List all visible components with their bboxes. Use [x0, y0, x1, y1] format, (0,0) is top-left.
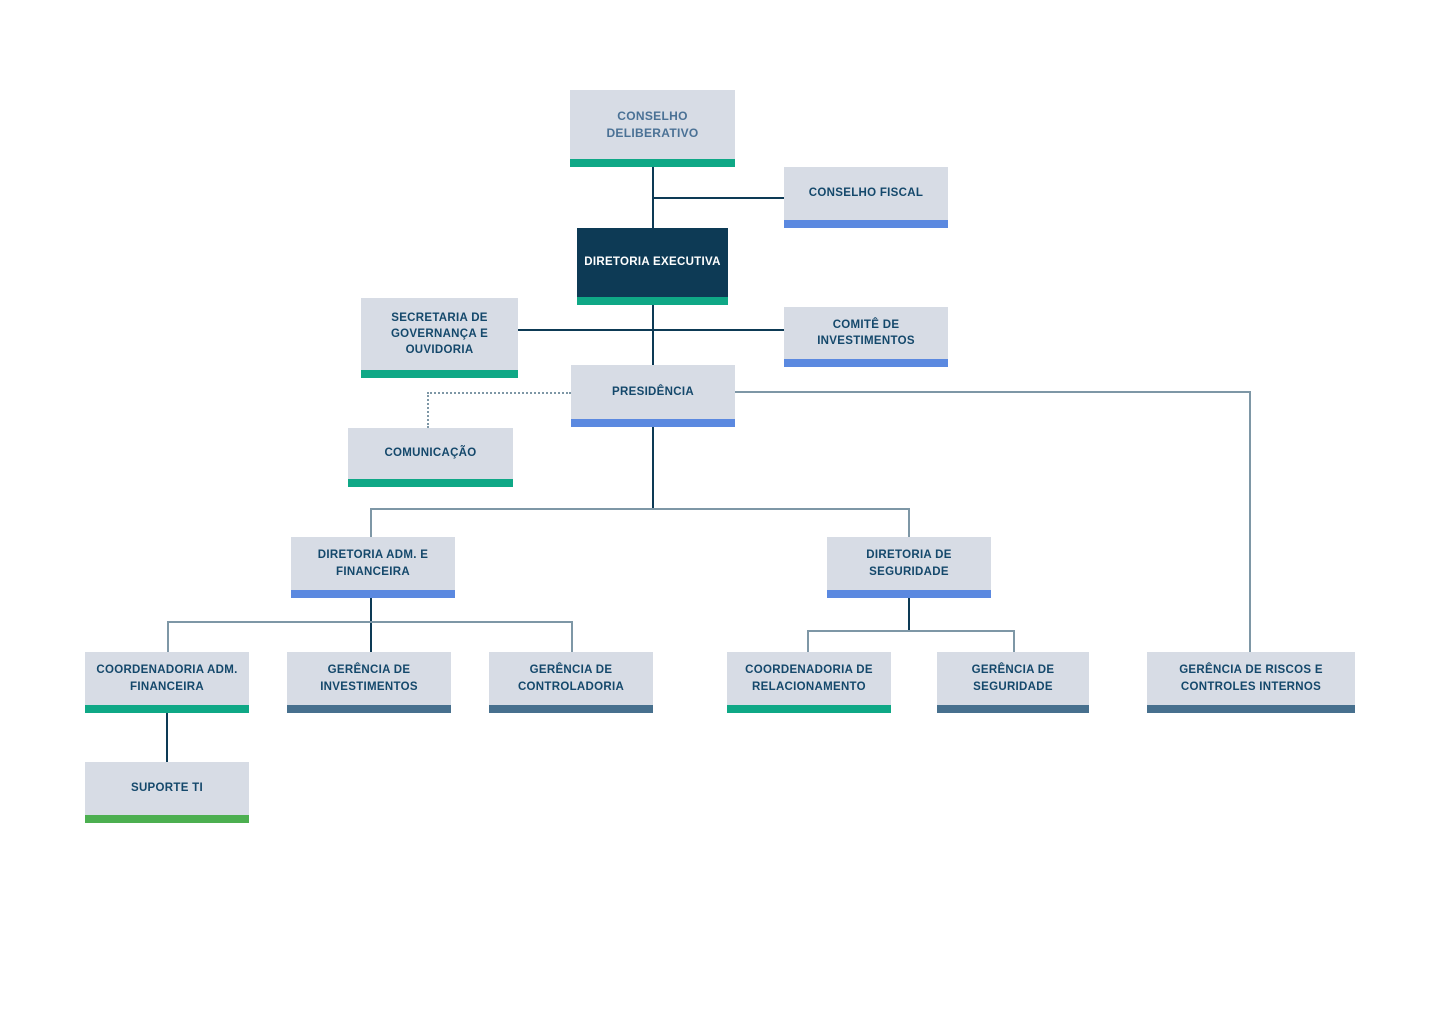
connector-dotted-presidencia-comunicacao-v — [427, 392, 429, 428]
org-node-label: COMUNICAÇÃO — [384, 447, 477, 460]
org-node-label: DIRETORIA EXECUTIVA — [584, 256, 721, 269]
org-node-label: COORDENADORIA DE RELACIONAMENTO — [745, 664, 873, 693]
org-node-label: DIRETORIA DE SEGURIDADE — [866, 549, 952, 578]
connector-dotted-presidencia-comunicacao-h — [427, 392, 571, 394]
org-node-comite-investimentos[interactable]: COMITÊ DE INVESTIMENTOS — [784, 307, 948, 367]
org-node-diretoria-adm-financeira[interactable]: DIRETORIA ADM. E FINANCEIRA — [291, 537, 455, 598]
connector-stub-gerseguridade — [1013, 630, 1015, 652]
connector-stub-diretoria-seguridade — [908, 508, 910, 537]
org-node-label: DIRETORIA ADM. E FINANCEIRA — [317, 549, 429, 578]
org-node-label: CONSELHO DELIBERATIVO — [606, 108, 699, 140]
connector-stub-controladoria — [571, 621, 573, 652]
org-node-conselho-deliberativo[interactable]: CONSELHO DELIBERATIVO — [570, 90, 735, 167]
connector-stub-relacionamento — [807, 630, 809, 652]
org-node-gerencia-controladoria[interactable]: GERÊNCIA DE CONTROLADORIA — [489, 652, 653, 713]
connector-admfin-row — [167, 621, 573, 623]
org-node-label: PRESIDÊNCIA — [612, 385, 694, 398]
org-node-label: COMITÊ DE INVESTIMENTOS — [817, 318, 915, 347]
org-node-diretoria-seguridade[interactable]: DIRETORIA DE SEGURIDADE — [827, 537, 991, 598]
connector-stub-diretoria-admfin — [370, 508, 372, 537]
org-node-coordenadoria-relacionamento[interactable]: COORDENADORIA DE RELACIONAMENTO — [727, 652, 891, 713]
org-node-label: GERÊNCIA DE RISCOS E CONTROLES INTERNOS — [1179, 664, 1323, 693]
org-node-label: GERÊNCIA DE SEGURIDADE — [971, 664, 1055, 693]
org-node-gerencia-riscos-controles-internos[interactable]: GERÊNCIA DE RISCOS E CONTROLES INTERNOS — [1147, 652, 1355, 713]
org-node-presidencia[interactable]: PRESIDÊNCIA — [571, 365, 735, 427]
connector-presidencia-right — [735, 391, 1251, 393]
org-node-conselho-fiscal[interactable]: CONSELHO FISCAL — [784, 167, 948, 228]
org-node-gerencia-seguridade[interactable]: GERÊNCIA DE SEGURIDADE — [937, 652, 1089, 713]
org-node-diretoria-executiva[interactable]: DIRETORIA EXECUTIVA — [577, 228, 728, 305]
connector-admfin-children — [370, 598, 372, 652]
org-node-gerencia-investimentos[interactable]: GERÊNCIA DE INVESTIMENTOS — [287, 652, 451, 713]
connector-secretaria-comite — [518, 329, 785, 331]
connector-stub-coordadmfin — [167, 621, 169, 652]
connector-conselho-fiscal — [653, 197, 785, 199]
org-node-secretaria-governanca[interactable]: SECRETARIA DE GOVERNANÇA E OUVIDORIA — [361, 298, 518, 378]
org-node-label: SECRETARIA DE GOVERNANÇA E OUVIDORIA — [390, 311, 489, 357]
org-node-label: CONSELHO FISCAL — [808, 187, 924, 200]
connector-seguridade-children — [908, 598, 910, 632]
connector-coordadm-suporteti — [166, 713, 168, 762]
org-node-label: GERÊNCIA DE INVESTIMENTOS — [320, 664, 418, 693]
org-node-label: SUPORTE TI — [130, 782, 203, 795]
connector-down-riscos — [1249, 391, 1251, 652]
connector-seguridade-row — [807, 630, 1015, 632]
org-node-label: GERÊNCIA DE CONTROLADORIA — [517, 664, 625, 693]
connector-diretorias-splitter — [370, 508, 910, 510]
connector-presidencia-down — [652, 427, 654, 509]
connector-executiva-presidencia — [652, 305, 654, 365]
org-node-suporte-ti[interactable]: SUPORTE TI — [85, 762, 249, 823]
org-node-coordenadoria-adm-financeira[interactable]: COORDENADORIA ADM. FINANCEIRA — [85, 652, 249, 713]
org-node-label: COORDENADORIA ADM. FINANCEIRA — [96, 664, 238, 693]
org-node-comunicacao[interactable]: COMUNICAÇÃO — [348, 428, 513, 487]
